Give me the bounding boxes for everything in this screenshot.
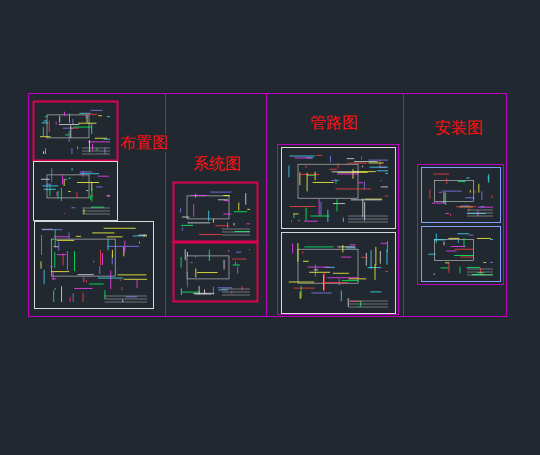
column-heading: 安装图 [434,119,484,137]
column-heading: 布置图 [119,134,169,152]
drawing-column: 系统图 [166,94,266,316]
drawing-column: 安装图 [404,94,506,316]
drawing-column: 布置图 [29,94,165,316]
drawing-column: 管路图 [267,94,403,316]
column-heading: 管路图 [309,114,359,132]
column-heading: 系统图 [192,155,242,173]
